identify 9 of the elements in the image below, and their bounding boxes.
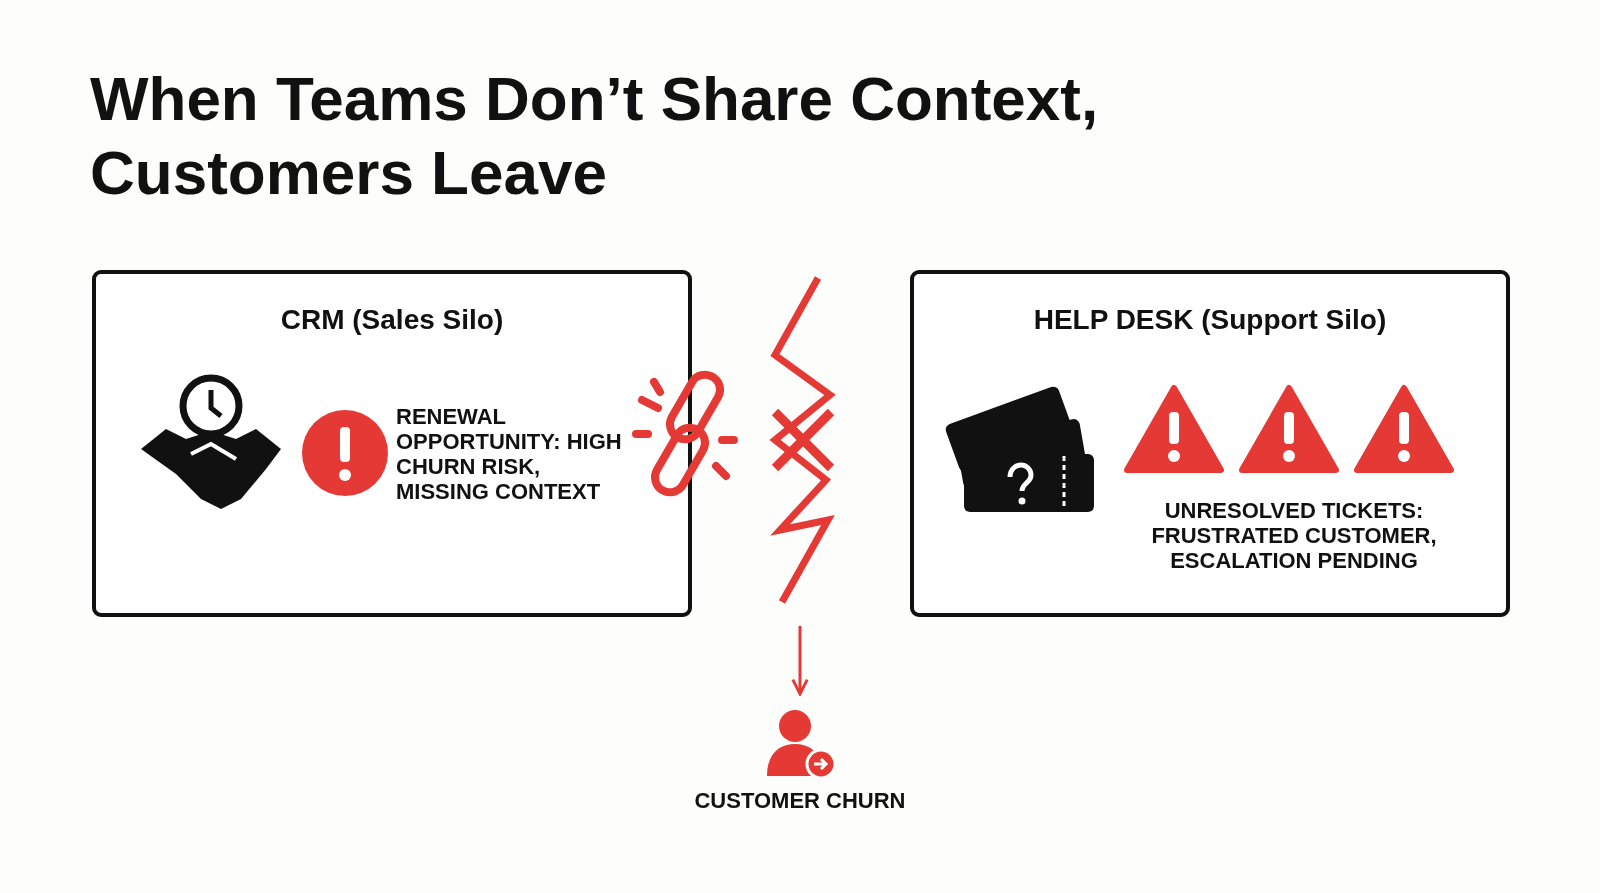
node-caption: CUSTOMER CHURN — [693, 788, 907, 814]
status-text: RENEWAL OPPORTUNITY: HIGH CHURN RISK, MISSING CONTEXT — [396, 404, 623, 504]
silo-box — [910, 270, 1510, 617]
box-heading: HELP DESK (Support Silo) — [1032, 304, 1388, 336]
status-text: UNRESOLVED TICKETS: FRUSTRATED CUSTOMER, ESCALATION PENDING — [1150, 498, 1438, 573]
title: When Teams Don’t Share Context, Customers Leave — [90, 63, 1100, 209]
silo-box — [92, 270, 692, 617]
box-heading: CRM (Sales Silo) — [279, 304, 505, 336]
arrow — [791, 626, 809, 696]
